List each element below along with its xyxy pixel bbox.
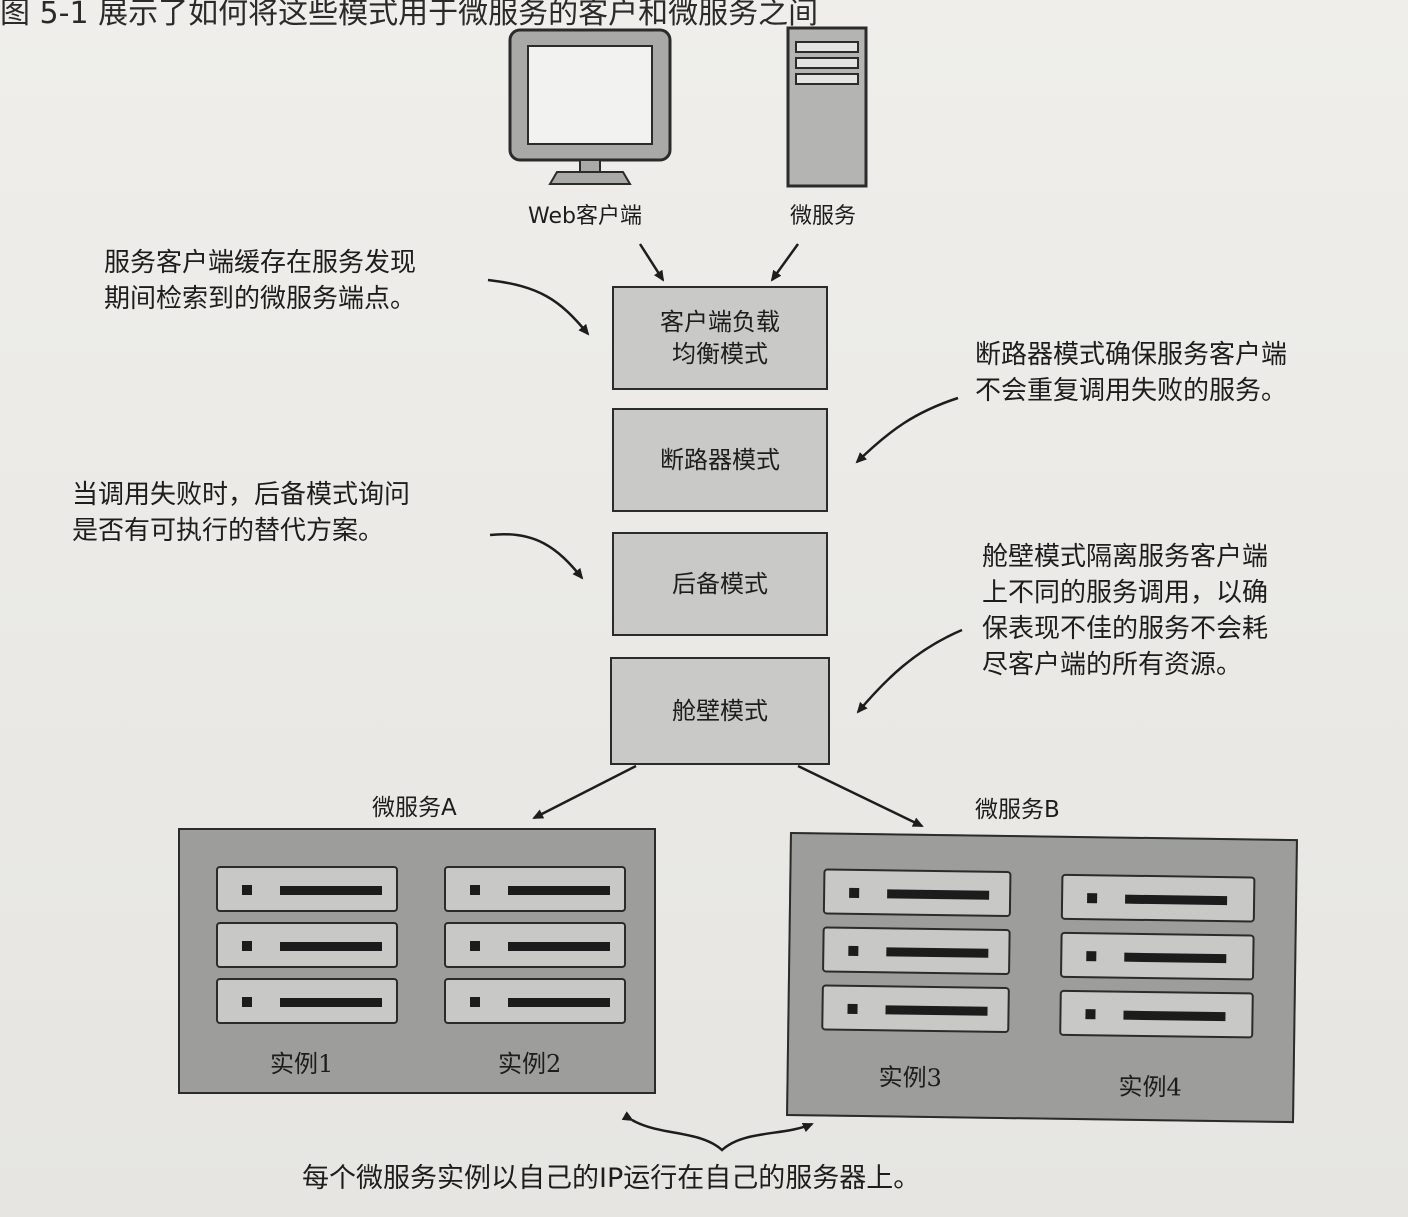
server-unit-icon (1059, 989, 1254, 1039)
server-unit-icon (821, 984, 1010, 1034)
server-unit-icon (216, 978, 398, 1024)
server-unit-icon (444, 978, 626, 1024)
arrow-ms-to-lb (770, 243, 800, 282)
note-circuit-breaker: 断路器模式确保服务客户端 不会重复调用失败的服务。 (975, 340, 1288, 406)
arrow-web-to-lb (638, 243, 665, 282)
server-unit-icon (216, 922, 398, 968)
cropped-top-text: 图 5-1 展示了如何将这些模式用于微服务的客户和微服务之间 (0, 0, 819, 31)
arrow-to-ms-a (532, 764, 637, 820)
bottom-note: 每个微服务实例以自己的IP运行在自己的服务器上。 (302, 1163, 921, 1194)
server-unit-icon (216, 866, 398, 912)
server-unit-icon (1060, 873, 1256, 923)
microservice-client-label: 微服务 (790, 204, 857, 229)
instance-4-label: 实例4 (1118, 1072, 1182, 1102)
bulkhead-pattern-label: 舱壁模式 (672, 696, 768, 725)
client-lb-pattern-box: 客户端负载 均衡模式 (612, 286, 828, 390)
instance-2-label: 实例2 (498, 1050, 562, 1078)
arrow-to-ms-b (797, 764, 924, 828)
note-fallback: 当调用失败时，后备模式询问 是否有可执行的替代方案。 (72, 480, 411, 546)
server-unit-icon (822, 926, 1011, 976)
arrow-note-fb (489, 532, 584, 580)
circuit-breaker-pattern-label: 断路器模式 (660, 445, 780, 474)
arrow-note-bh (856, 628, 963, 714)
instance-3-label: 实例3 (878, 1063, 943, 1093)
server-unit-icon (822, 868, 1012, 918)
circuit-breaker-pattern-box: 断路器模式 (612, 408, 828, 512)
arrow-note-cb (855, 396, 959, 464)
microservice-a-label: 微服务A (372, 795, 457, 821)
client-lb-pattern-label: 客户端负载 均衡模式 (660, 307, 780, 368)
server-unit-icon (444, 922, 626, 968)
server-unit-icon (444, 866, 626, 912)
server-unit-icon (1059, 931, 1255, 981)
microservice-b-panel: 实例3 实例4 (786, 832, 1298, 1124)
fallback-pattern-box: 后备模式 (612, 532, 828, 636)
web-client-label: Web客户端 (528, 204, 642, 229)
bulkhead-pattern-box: 舱壁模式 (610, 657, 830, 765)
note-client-lb: 服务客户端缓存在服务发现 期间检索到的微服务端点。 (104, 248, 417, 314)
instance-1-label: 实例1 (270, 1050, 334, 1078)
monitor-icon (508, 28, 672, 185)
bottom-brace (621, 1111, 814, 1152)
server-tower-icon (786, 26, 868, 188)
note-bulkhead: 舱壁模式隔离服务客户端 上不同的服务调用，以确 保表现不佳的服务不会耗 尽客户端… (982, 542, 1269, 680)
microservice-a-panel: 实例1 实例2 (178, 828, 656, 1094)
arrow-note-lb (487, 278, 590, 336)
fallback-pattern-label: 后备模式 (672, 569, 768, 598)
microservice-b-label: 微服务B (975, 797, 1060, 823)
